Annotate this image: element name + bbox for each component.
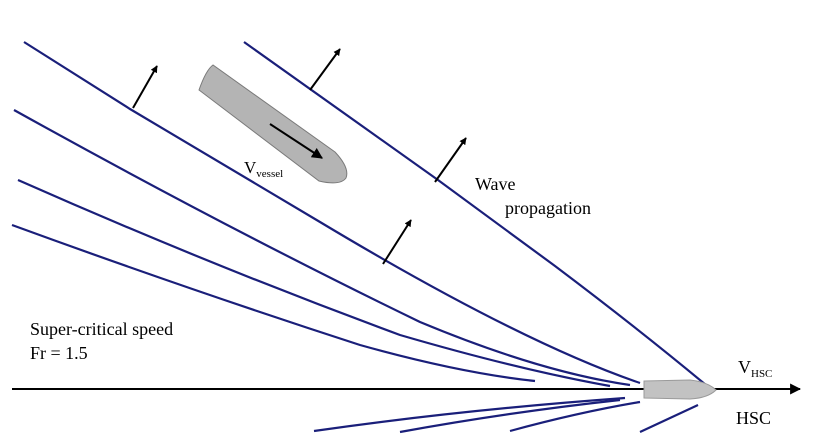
- v-hsc-label: VHSC: [738, 357, 772, 380]
- wave-label-line1: Wave: [475, 174, 516, 194]
- v-vessel-label: Vvessel: [244, 158, 283, 180]
- hsc-label: HSC: [736, 408, 771, 428]
- wave-line-lower-2: [399, 398, 621, 434]
- wave-label-line2: propagation: [505, 198, 591, 218]
- propagation-arrow-3: [434, 137, 467, 183]
- wave-line-lower-3: [509, 400, 641, 433]
- wave-line-2: [23, 41, 641, 385]
- vessel-icon: [198, 64, 348, 184]
- hsc-vessel-icon: [643, 379, 717, 400]
- speed-label-line1: Super-critical speed: [30, 319, 173, 339]
- wave-line-3: [13, 109, 631, 387]
- propagation-arrow-2: [309, 48, 341, 91]
- propagation-arrow-1: [132, 65, 158, 109]
- speed-label-line2: Fr = 1.5: [30, 343, 88, 363]
- wave-line-outer: [243, 41, 713, 391]
- wave-line-4: [17, 178, 611, 388]
- wave-line-lower-4: [639, 404, 699, 433]
- vessel-velocity-arrow: [269, 123, 323, 159]
- wave-line-5: [11, 223, 536, 383]
- propagation-arrow-4: [382, 219, 412, 265]
- wave-line-lower-1: [313, 396, 626, 433]
